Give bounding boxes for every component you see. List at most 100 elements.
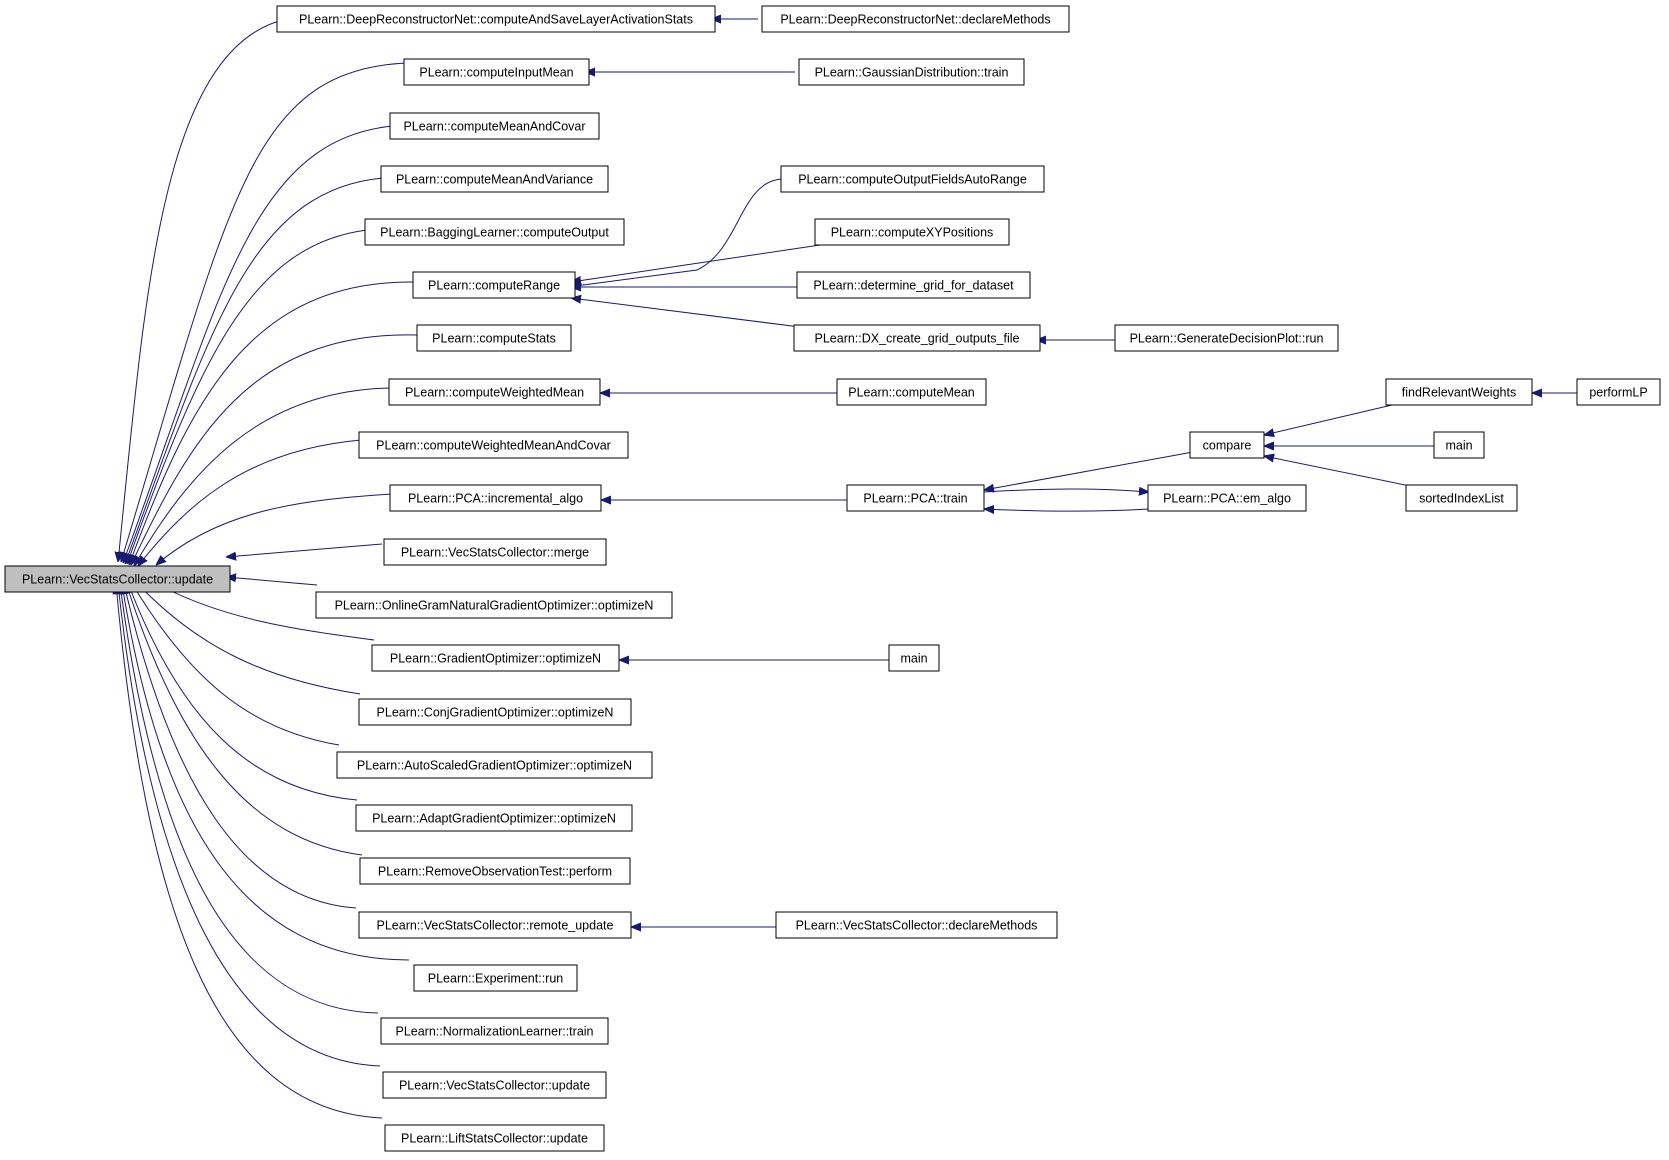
node-box: [416, 324, 572, 352]
node-vscDeclare[interactable]: PLearn::VecStatsCollector::declareMethod…: [775, 911, 1058, 939]
node-label: PLearn::PCA::incremental_algo: [408, 492, 583, 506]
edge-computeWeightedMeanAndCovar-to-root: [138, 439, 362, 566]
node-remoteUpd[interactable]: PLearn::VecStatsCollector::remote_update: [358, 911, 632, 939]
node-box: [384, 1124, 605, 1152]
node-box: [358, 698, 632, 726]
node-box: [382, 1071, 607, 1099]
edge-dxGrid-to-range: [571, 298, 801, 328]
edge-GradientOptimizer-to-root: [150, 580, 375, 641]
node-gridDataset[interactable]: PLearn::determine_grid_for_dataset: [796, 271, 1031, 299]
node-label: PLearn::ConjGradientOptimizer::optimizeN: [377, 706, 614, 720]
node-deepSave[interactable]: PLearn::DeepReconstructorNet::computeAnd…: [276, 5, 716, 33]
node-adaptGrad[interactable]: PLearn::AdaptGradientOptimizer::optimize…: [355, 804, 633, 832]
edge-merge-to-root: [226, 543, 383, 557]
node-box: [1114, 324, 1339, 352]
edge-LiftStatsCollector-to-root: [116, 584, 383, 1119]
node-dxGrid[interactable]: PLearn::DX_create_grid_outputs_file: [793, 324, 1041, 352]
edge-computeWeightedMean-to-root: [134, 387, 393, 566]
node-label: PLearn::computeXYPositions: [831, 226, 994, 240]
node-box: [775, 911, 1058, 939]
node-box: [1433, 431, 1485, 459]
node-pcaTrain[interactable]: PLearn::PCA::train: [846, 484, 985, 512]
edge-sortedIdx-to-compare: [1264, 456, 1411, 487]
node-onlineGram[interactable]: PLearn::OnlineGramNaturalGradientOptimiz…: [315, 591, 673, 619]
node-emAlgo[interactable]: PLearn::PCA::em_algo: [1147, 484, 1307, 512]
node-computeMean[interactable]: PLearn::computeMean: [836, 378, 987, 406]
node-label: PLearn::PCA::em_algo: [1163, 492, 1291, 506]
edge-computeOutput-to-root: [127, 229, 368, 564]
node-expRun[interactable]: PLearn::Experiment::run: [413, 964, 578, 992]
node-label: PLearn::AutoScaledGradientOptimizer::opt…: [357, 759, 632, 773]
edge-computeAndSaveLayerActivationStats-to-root: [118, 17, 293, 562]
node-label: main: [900, 652, 927, 666]
node-gaussTrain[interactable]: PLearn::GaussianDistribution::train: [798, 58, 1025, 86]
node-label: PLearn::VecStatsCollector::update: [399, 1079, 590, 1093]
node-label: PLearn::OnlineGramNaturalGradientOptimiz…: [335, 599, 654, 613]
edge-RemoveObservationTest-to-root: [126, 583, 363, 856]
node-main2[interactable]: main: [888, 644, 940, 672]
node-label: compare: [1203, 439, 1252, 453]
node-range[interactable]: PLearn::computeRange: [412, 271, 576, 299]
node-conjGrad[interactable]: PLearn::ConjGradientOptimizer::optimizeN: [358, 698, 632, 726]
node-liftUpdate[interactable]: PLearn::LiftStatsCollector::update: [384, 1124, 605, 1152]
node-compare[interactable]: compare: [1189, 431, 1265, 459]
node-label: PLearn::BaggingLearner::computeOutput: [380, 226, 609, 240]
node-box: [1189, 431, 1265, 459]
node-label: PLearn::GradientOptimizer::optimizeN: [390, 652, 601, 666]
edge-ConjGradientOptimizer-to-root: [136, 582, 361, 695]
node-box: [846, 484, 985, 512]
node-outFields[interactable]: PLearn::computeOutputFieldsAutoRange: [780, 165, 1045, 193]
node-genDecision[interactable]: PLearn::GenerateDecisionPlot::run: [1114, 324, 1339, 352]
edge-pcaTrain-to-emAlgo: [983, 489, 1149, 492]
node-box: [796, 271, 1031, 299]
root-node[interactable]: PLearn::VecStatsCollector::update: [4, 565, 231, 593]
edge-findRel-to-compare: [1264, 404, 1393, 435]
node-box: [315, 591, 673, 619]
node-normTrain[interactable]: PLearn::NormalizationLearner::train: [380, 1017, 609, 1045]
edge-computeMeanAndVariance-to-root: [125, 177, 384, 564]
node-box: [276, 5, 716, 33]
node-meanCovar[interactable]: PLearn::computeMeanAndCovar: [389, 112, 600, 140]
node-vscUpdate[interactable]: PLearn::VecStatsCollector::update: [382, 1071, 607, 1099]
node-label: performLP: [1589, 386, 1647, 400]
node-box: [358, 911, 632, 939]
edge-incremental_algo-to-root: [156, 493, 393, 565]
node-deepDeclare[interactable]: PLearn::DeepReconstructorNet::declareMet…: [761, 5, 1070, 33]
node-autoScaled[interactable]: PLearn::AutoScaledGradientOptimizer::opt…: [336, 751, 653, 779]
node-gradOpt[interactable]: PLearn::GradientOptimizer::optimizeN: [371, 644, 620, 672]
edge-remote_update-to-root: [124, 584, 357, 909]
node-label: PLearn::computeRange: [428, 279, 560, 293]
node-xyPos[interactable]: PLearn::computeXYPositions: [814, 218, 1010, 246]
node-label: PLearn::computeMeanAndVariance: [396, 173, 593, 187]
node-inputMean[interactable]: PLearn::computeInputMean: [403, 58, 590, 86]
node-main1[interactable]: main: [1433, 431, 1485, 459]
node-findRel[interactable]: findRelevantWeights: [1385, 378, 1533, 406]
node-label: PLearn::VecStatsCollector::remote_update: [377, 919, 614, 933]
node-stats[interactable]: PLearn::computeStats: [416, 324, 572, 352]
node-box: [412, 271, 576, 299]
node-label: PLearn::DeepReconstructorNet::declareMet…: [780, 13, 1050, 27]
node-label: sortedIndexList: [1419, 492, 1504, 506]
node-label: main: [1445, 439, 1472, 453]
node-label: PLearn::computeWeightedMean: [405, 386, 584, 400]
node-meanVar[interactable]: PLearn::computeMeanAndVariance: [380, 165, 609, 193]
node-performLP[interactable]: performLP: [1576, 378, 1661, 406]
edges-layer: [116, 17, 1580, 1119]
node-sortedIdx[interactable]: sortedIndexList: [1405, 484, 1518, 512]
node-label: PLearn::determine_grid_for_dataset: [813, 279, 1014, 293]
node-box: [355, 804, 633, 832]
node-label: PLearn::computeMeanAndCovar: [403, 120, 585, 134]
node-label: PLearn::computeMean: [848, 386, 975, 400]
node-merge[interactable]: PLearn::VecStatsCollector::merge: [383, 538, 607, 566]
node-box: [403, 58, 590, 86]
edge-computeRange-to-root: [129, 281, 416, 565]
node-removeObs[interactable]: PLearn::RemoveObservationTest::perform: [359, 857, 631, 885]
node-label: PLearn::computeWeightedMeanAndCovar: [376, 439, 611, 453]
node-bagging[interactable]: PLearn::BaggingLearner::computeOutput: [364, 218, 625, 246]
node-wMeanCovar[interactable]: PLearn::computeWeightedMeanAndCovar: [358, 431, 629, 459]
node-wMean[interactable]: PLearn::computeWeightedMean: [388, 378, 601, 406]
edge-outFields-to-range: [568, 178, 784, 287]
edge-NormalizationLearner-to-root: [120, 584, 379, 1014]
node-incAlgo[interactable]: PLearn::PCA::incremental_algo: [389, 484, 602, 512]
